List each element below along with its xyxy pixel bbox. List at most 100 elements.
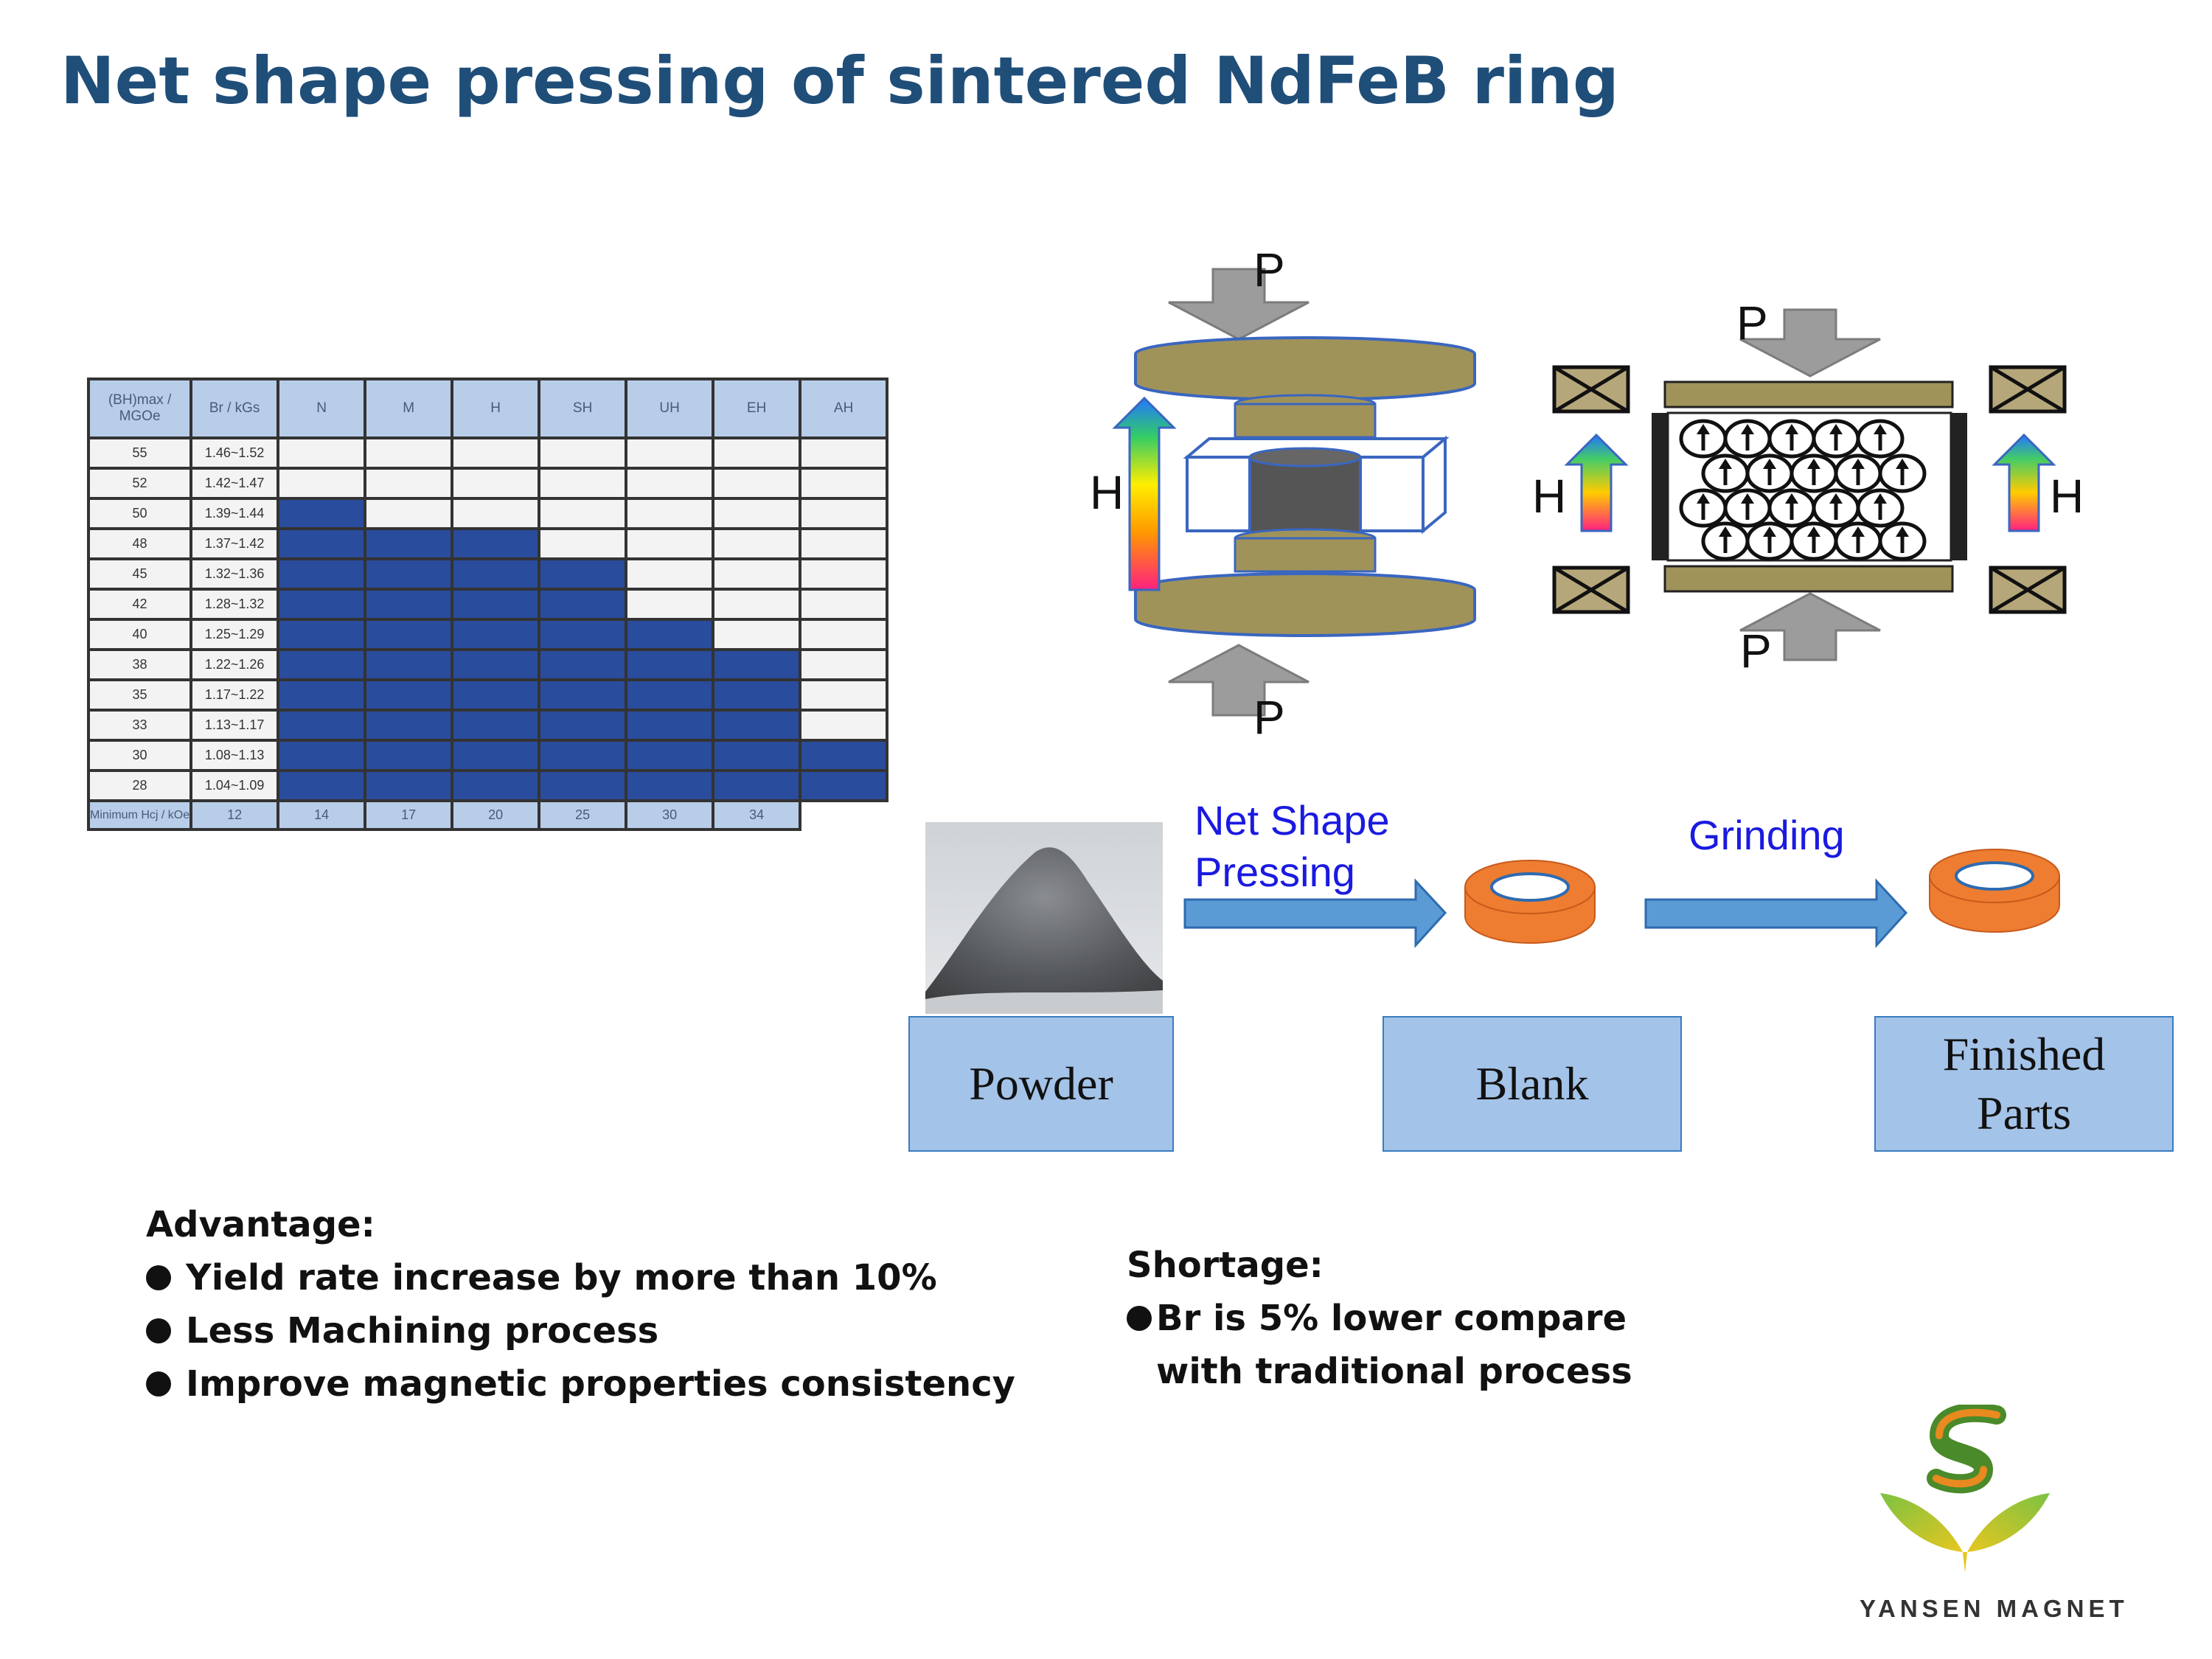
grade-cell xyxy=(799,497,889,530)
bhmax-cell: 30 xyxy=(86,739,193,772)
particle-moment-arrowhead xyxy=(1763,459,1776,469)
bhmax-cell: 48 xyxy=(86,527,193,560)
grade-cell xyxy=(538,467,628,500)
table-header-cell: UH xyxy=(625,378,715,439)
grade-cell xyxy=(712,618,802,651)
grade-cell xyxy=(276,769,367,802)
particle-moment-arrowhead xyxy=(1763,526,1776,537)
particle-moment-arrowhead xyxy=(1719,459,1732,469)
grade-cell xyxy=(625,709,715,742)
pressing-label: Net Shape Pressing xyxy=(1194,795,1390,898)
bhmax-cell: 28 xyxy=(86,769,193,802)
particle-moment-arrowhead xyxy=(1719,526,1732,537)
grade-cell xyxy=(276,618,367,651)
br-cell: 1.39~1.44 xyxy=(189,497,280,530)
shortage-heading: Shortage: xyxy=(1127,1245,1324,1286)
bhmax-cell: 50 xyxy=(86,497,193,530)
pressure-label-top: P xyxy=(1253,243,1285,296)
grade-cell xyxy=(451,527,541,560)
finished-label-line1: Finished xyxy=(1942,1028,2106,1080)
grade-cell xyxy=(451,467,541,500)
table-footer-cell: 17 xyxy=(364,799,454,831)
blank-label: Blank xyxy=(1475,1057,1589,1110)
table-header-cell: M xyxy=(364,378,454,439)
pressing-label-line1: Net Shape xyxy=(1194,797,1390,844)
svg-text:P: P xyxy=(1740,625,1772,678)
pressure-arrow-bottom xyxy=(1168,644,1310,717)
shortage-section: Shortage: Br is 5% lower compare with tr… xyxy=(1127,1239,1632,1398)
grade-cell xyxy=(364,437,454,470)
bullet-icon xyxy=(1127,1306,1152,1331)
particle-moment-arrowhead xyxy=(1829,493,1843,504)
br-cell: 1.46~1.52 xyxy=(189,437,280,470)
grade-cell xyxy=(451,618,541,651)
grade-cell xyxy=(799,678,889,712)
grade-cell xyxy=(625,588,715,621)
grade-cell xyxy=(538,437,628,470)
field-arrow xyxy=(1112,396,1177,591)
particle-moment-arrowhead xyxy=(1697,424,1710,434)
grade-cell xyxy=(538,588,628,621)
grade-cell xyxy=(799,618,889,651)
grade-cell xyxy=(625,527,715,560)
advantage-section: Advantage: Yield rate increase by more t… xyxy=(146,1198,1015,1411)
table-footer-cell: 34 xyxy=(712,799,802,831)
table-header-cell: AH xyxy=(799,378,889,439)
grade-cell xyxy=(364,618,454,651)
grade-cell xyxy=(625,467,715,500)
br-cell: 1.28~1.32 xyxy=(189,588,280,621)
bullet-icon xyxy=(146,1371,171,1397)
blank-box: Blank xyxy=(1382,1016,1682,1152)
aligned-particles xyxy=(1679,419,1927,561)
grade-cell xyxy=(538,678,628,712)
grade-cell xyxy=(712,527,802,560)
grade-cell xyxy=(276,467,367,500)
pressure-label-bottom: P xyxy=(1253,691,1285,737)
grade-cell xyxy=(276,678,367,712)
table-footer-cell: 12 xyxy=(189,799,280,831)
grade-cell xyxy=(625,678,715,712)
br-cell: 1.04~1.09 xyxy=(189,769,280,802)
bullet-icon xyxy=(146,1265,171,1290)
page-title: Net shape pressing of sintered NdFeB rin… xyxy=(60,43,1619,119)
grade-cell xyxy=(451,588,541,621)
particle-moment-arrowhead xyxy=(1896,459,1909,469)
grade-cell xyxy=(451,739,541,772)
particle-moment-arrowhead xyxy=(1829,424,1843,434)
grade-cell xyxy=(799,557,889,591)
grade-cell xyxy=(276,527,367,560)
grade-cell xyxy=(364,678,454,712)
grade-cell xyxy=(538,497,628,530)
powder-box: Powder xyxy=(908,1016,1174,1152)
svg-text:P: P xyxy=(1736,296,1768,349)
axial-press-diagram: P P H xyxy=(1090,243,1476,737)
shortage-item-continued: with traditional process xyxy=(1156,1351,1632,1392)
particle-moment-arrowhead xyxy=(1785,493,1798,504)
grade-cell xyxy=(799,709,889,742)
grade-cell xyxy=(712,678,802,712)
table-footer-cell: 25 xyxy=(538,799,628,831)
blank-ring-icon xyxy=(1464,860,1596,944)
table-footer-cell: 14 xyxy=(276,799,367,831)
grade-cell xyxy=(364,557,454,591)
bullet-icon xyxy=(146,1318,171,1343)
bhmax-cell: 38 xyxy=(86,648,193,681)
advantage-item: Yield rate increase by more than 10% xyxy=(146,1251,1015,1304)
particle-moment-arrowhead xyxy=(1807,459,1820,469)
bhmax-cell: 35 xyxy=(86,678,193,712)
grade-cell xyxy=(364,709,454,742)
grade-cell xyxy=(451,769,541,802)
grade-cell xyxy=(625,497,715,530)
grade-cell xyxy=(712,467,802,500)
grade-cell xyxy=(364,648,454,681)
grade-cell xyxy=(712,497,802,530)
yansen-logo-icon xyxy=(1880,1405,2050,1573)
table-header-cell: EH xyxy=(712,378,802,439)
bhmax-cell: 55 xyxy=(86,437,193,470)
